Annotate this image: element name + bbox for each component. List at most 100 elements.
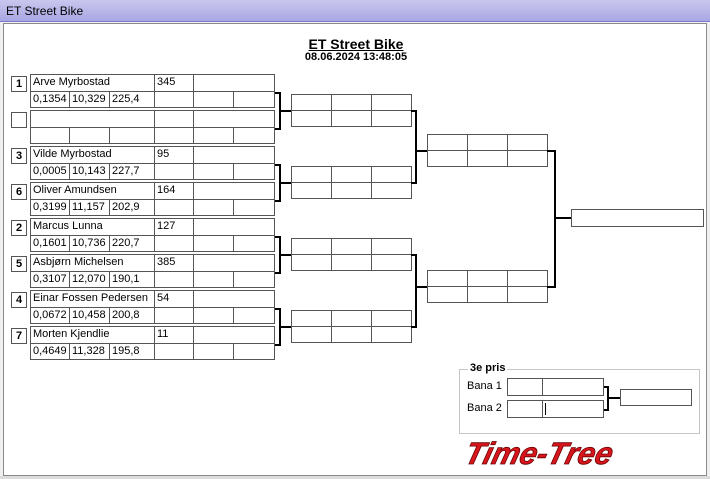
speed-cell [109, 127, 155, 144]
result-cell [193, 163, 234, 180]
rider-name-cell[interactable]: Marcus Lunna [30, 218, 155, 236]
round2-slot-cell[interactable] [291, 238, 332, 255]
window-bottom-border [0, 476, 710, 479]
seed-box: 2 [11, 220, 27, 236]
speed: 200,8 [112, 309, 140, 321]
rider-name: Vilde Myrbostad [33, 148, 112, 160]
result-cell [233, 307, 275, 324]
result-cell [233, 127, 275, 144]
elapsed-time-cell: 10,458 [69, 307, 110, 324]
seed-box [11, 112, 27, 128]
rider-name-cell[interactable]: Oliver Amundsen [30, 182, 155, 200]
round2-slot-cell[interactable] [331, 166, 372, 183]
lane1-cell[interactable] [507, 378, 543, 396]
round2-slot-cell [331, 182, 372, 199]
bracket-line [279, 110, 291, 112]
bracket-line [415, 286, 427, 288]
semifinal-slot-cell [467, 286, 508, 303]
semifinal-slot-cell[interactable] [507, 270, 548, 287]
result-cell [233, 235, 275, 252]
round2-slot-cell [331, 326, 372, 343]
round2-slot-cell[interactable] [331, 94, 372, 111]
elapsed-time: 10,329 [72, 93, 106, 105]
round2-slot-cell [371, 326, 412, 343]
rider-name-cell[interactable]: Einar Fossen Pedersen [30, 290, 155, 308]
semifinal-slot-cell[interactable] [467, 270, 508, 287]
bracket-line [279, 254, 291, 256]
semifinal-slot-cell[interactable] [427, 134, 468, 151]
final-slot-cell[interactable] [571, 209, 704, 227]
round2-slot-cell[interactable] [291, 166, 332, 183]
rider-name-cell[interactable]: Vilde Myrbostad [30, 146, 155, 164]
bracket-line [275, 200, 280, 202]
start-number: 385 [157, 256, 176, 268]
elapsed-time: 10,736 [72, 237, 106, 249]
lane2-cell[interactable] [507, 400, 543, 418]
result-cell [154, 343, 194, 360]
speed: 202,9 [112, 201, 140, 213]
semifinal-slot-cell [507, 286, 548, 303]
window-title: ET Street Bike [6, 4, 84, 18]
reaction-time-cell: 0,1601 [30, 235, 70, 252]
seed-box: 3 [11, 148, 27, 164]
bracket-line [411, 254, 416, 256]
bracket-line [415, 110, 417, 184]
result-cell [193, 218, 275, 236]
result-cell [193, 343, 234, 360]
reaction-time: 0,4649 [33, 345, 67, 357]
start-number: 345 [157, 76, 176, 88]
reaction-time: 0,0005 [33, 165, 67, 177]
elapsed-time-cell: 11,157 [69, 199, 110, 216]
speed-cell: 202,9 [109, 199, 155, 216]
round2-slot-cell[interactable] [291, 94, 332, 111]
result-cell [193, 235, 234, 252]
speed-cell: 195,8 [109, 343, 155, 360]
semifinal-slot-cell [427, 150, 468, 167]
round2-slot-cell[interactable] [371, 166, 412, 183]
result-cell [154, 199, 194, 216]
elapsed-time: 11,328 [72, 345, 105, 357]
result-cell [233, 343, 275, 360]
result-cell [154, 271, 194, 288]
speed: 220,7 [112, 237, 140, 249]
semifinal-slot-cell[interactable] [467, 134, 508, 151]
reaction-time: 0,3199 [33, 201, 67, 213]
start-number: 127 [157, 220, 176, 232]
bracket-line [547, 150, 555, 152]
round2-slot-cell[interactable] [291, 310, 332, 327]
round2-slot-cell[interactable] [331, 238, 372, 255]
result-cell [233, 163, 275, 180]
reaction-time-cell: 0,4649 [30, 343, 70, 360]
title-bar[interactable]: ET Street Bike [0, 0, 710, 22]
rider-name-cell[interactable]: Asbjørn Michelsen [30, 254, 155, 272]
reaction-time-cell: 0,0672 [30, 307, 70, 324]
logo-text: Time-Tree [462, 437, 618, 471]
bracket-line [275, 128, 280, 130]
result-cell [193, 146, 275, 164]
round2-slot-cell [291, 182, 332, 199]
bracket-line [275, 164, 280, 166]
rider-name-cell[interactable]: Arve Myrbostad [30, 74, 155, 92]
semifinal-slot-cell[interactable] [507, 134, 548, 151]
rider-name: Arve Myrbostad [33, 76, 111, 88]
third-prize-result-cell[interactable] [620, 389, 692, 406]
bracket-line [411, 182, 416, 184]
bracket-line [279, 326, 291, 328]
rider-name: Einar Fossen Pedersen [33, 292, 148, 304]
round2-slot-cell[interactable] [331, 310, 372, 327]
elapsed-time: 11,157 [72, 201, 105, 213]
round2-slot-cell[interactable] [371, 94, 412, 111]
rider-name-cell[interactable]: Morten Kjendlie [30, 326, 155, 344]
rider-name-cell[interactable] [30, 110, 155, 128]
speed: 227,7 [112, 165, 140, 177]
bracket-line [547, 286, 555, 288]
semifinal-slot-cell[interactable] [427, 270, 468, 287]
seed-box: 6 [11, 184, 27, 200]
round2-slot-cell[interactable] [371, 310, 412, 327]
result-cell [233, 271, 275, 288]
speed-cell: 227,7 [109, 163, 155, 180]
rider-name: Oliver Amundsen [33, 184, 117, 196]
round2-slot-cell[interactable] [371, 238, 412, 255]
